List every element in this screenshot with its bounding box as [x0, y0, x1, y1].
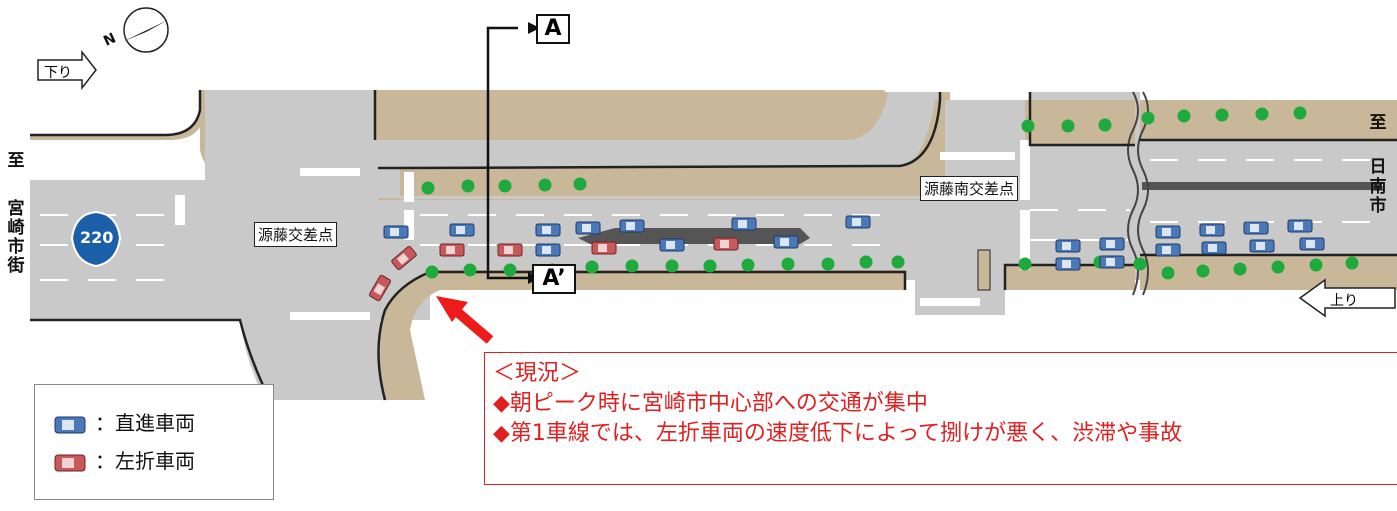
tree-icon	[1196, 264, 1210, 278]
tree-icon	[1215, 108, 1229, 122]
straight-car-icon	[1287, 219, 1313, 233]
tree-icon	[1141, 111, 1155, 125]
east-destination-char-2: 南	[1369, 177, 1387, 197]
tree-icon	[461, 179, 475, 193]
west-destination-char-4: 街	[7, 256, 25, 276]
straight-car-icon	[535, 223, 561, 237]
west-destination-char-3: 市	[7, 237, 25, 257]
east-destination-char-3: 市	[1369, 196, 1387, 216]
straight-car-icon	[1299, 237, 1325, 251]
tree-icon	[781, 257, 795, 271]
straight-car-icon	[1155, 225, 1181, 239]
straight-car-icon	[535, 243, 561, 257]
up-direction-arrow	[1298, 278, 1396, 318]
route-shield-icon	[70, 210, 122, 268]
west-destination-char-1: 宮	[7, 199, 25, 219]
tree-icon	[1098, 118, 1112, 132]
straight-car-icon	[54, 416, 86, 472]
down-direction-label: 下り	[44, 65, 72, 81]
tree-icon	[1021, 119, 1035, 133]
section-mark-end: A’	[532, 264, 576, 294]
tree-icon	[1061, 119, 1075, 133]
left-turn-car-icon	[369, 274, 391, 302]
main-intersection-label: 源藤交差点	[254, 222, 338, 247]
note-line-1: ◆朝ピーク時に宮崎市中心部への交通が集中	[493, 391, 928, 416]
tree-icon	[1309, 258, 1323, 272]
tree-icon	[1133, 257, 1147, 271]
route-number: 220	[80, 228, 114, 247]
legend: ：直進車両 ：左折車両	[34, 384, 274, 500]
tree-icon	[425, 265, 439, 279]
legend-straight-label: ：直進車両	[95, 411, 195, 435]
section-mark-start: A	[536, 14, 570, 44]
tree-icon	[421, 181, 435, 195]
tree-icon	[821, 257, 835, 271]
straight-car-icon	[1199, 223, 1225, 237]
tree-icon	[703, 259, 717, 273]
tree-icon	[1345, 256, 1359, 270]
straight-car-icon	[1055, 257, 1081, 271]
east-destination-prefix: 至	[1369, 113, 1387, 133]
left-turn-car-icon	[439, 243, 465, 257]
left-turn-car-icon	[497, 243, 523, 257]
south-intersection-label: 源藤南交差点	[920, 176, 1019, 201]
straight-car-icon	[1099, 255, 1125, 269]
tree-icon	[1177, 109, 1191, 123]
tree-icon	[503, 263, 517, 277]
straight-car-icon	[383, 225, 409, 239]
tree-icon	[625, 259, 639, 273]
tree-icon	[1271, 260, 1285, 274]
tree-icon	[891, 255, 905, 269]
up-direction-label: 上り	[1330, 293, 1358, 309]
tree-icon	[741, 258, 755, 272]
left-turn-car-icon	[713, 237, 739, 251]
tree-icon	[1233, 262, 1247, 276]
left-turn-car-icon	[391, 246, 417, 270]
straight-car-icon	[619, 219, 645, 233]
legend-left-turn-label: ：左折車両	[95, 449, 195, 473]
down-direction-arrow	[37, 49, 97, 91]
left-turn-car-icon	[591, 241, 617, 255]
tree-icon	[585, 260, 599, 274]
tree-icon	[1018, 257, 1032, 271]
east-median	[1142, 182, 1382, 190]
south-sidewalk	[380, 270, 905, 400]
straight-car-icon	[1099, 237, 1125, 251]
straight-car-icon	[773, 235, 799, 249]
straight-car-icon	[575, 221, 601, 235]
tree-icon	[665, 259, 679, 273]
west-destination-char-2: 崎	[7, 218, 25, 238]
status-note: ＜現況＞ ◆朝ピーク時に宮崎市中心部への交通が集中 ◆第1車線では、左折車両の速…	[484, 352, 1397, 485]
straight-car-icon	[1243, 221, 1269, 235]
straight-car-icon	[1155, 243, 1181, 257]
straight-car-icon	[1249, 239, 1275, 253]
straight-car-icon	[1055, 239, 1081, 253]
tree-icon	[1255, 107, 1269, 121]
tree-icon	[859, 255, 873, 269]
straight-car-icon	[659, 238, 685, 252]
straight-car-icon	[449, 223, 475, 237]
east-destination-char-1: 日	[1369, 157, 1387, 177]
red-pointer-arrow	[436, 296, 468, 322]
tree-icon	[498, 179, 512, 193]
tree-icon	[538, 178, 552, 192]
tree-icon	[1293, 106, 1307, 120]
tree-icon	[1161, 266, 1175, 280]
note-heading: ＜現況＞	[493, 361, 582, 386]
straight-car-icon	[845, 215, 871, 229]
note-line-2: ◆第1車線では、左折車両の速度低下によって捌けが悪く、渋滞や事故	[493, 421, 1183, 446]
tree-icon	[573, 177, 587, 191]
tree-icon	[463, 263, 477, 277]
west-destination-prefix: 至	[7, 151, 25, 171]
straight-car-icon	[1201, 241, 1227, 255]
straight-car-icon	[731, 217, 757, 231]
